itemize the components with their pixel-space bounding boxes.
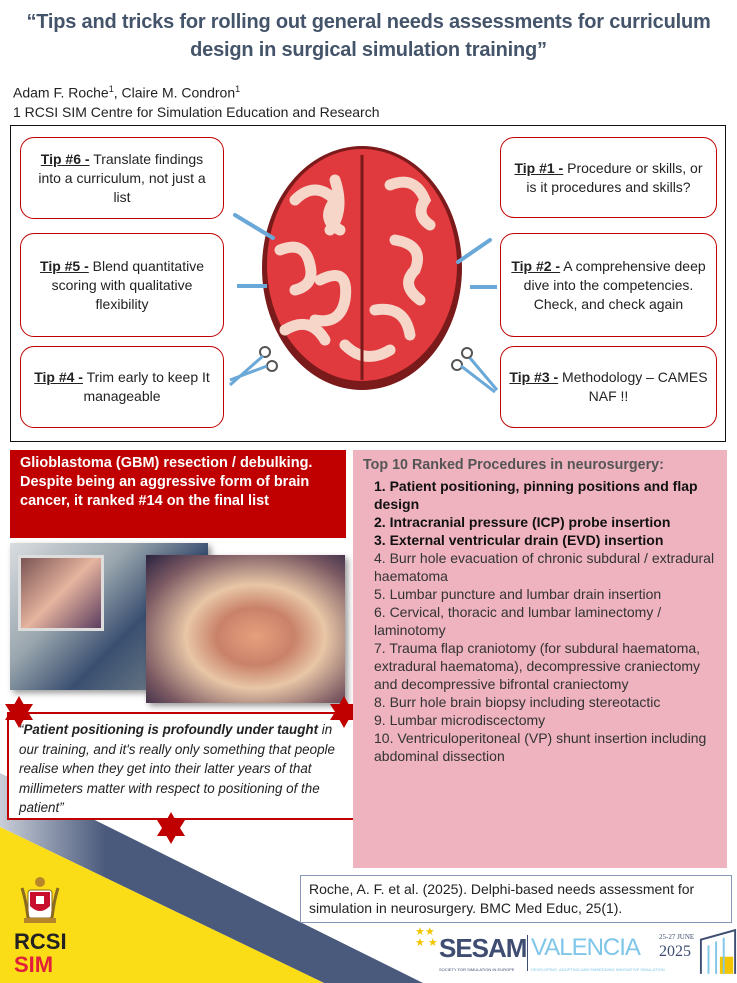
ranked-item: 8. Burr hole brain biopsy including ster… xyxy=(374,694,661,710)
tip-3-box: Tip #3 - Methodology – CAMES NAF !! xyxy=(500,346,717,428)
building-icon xyxy=(699,928,737,974)
authors-block: Adam F. Roche1, Claire M. Condron1 1 RCS… xyxy=(13,84,380,120)
brain-illustration xyxy=(229,146,499,394)
yellow-corner xyxy=(0,827,324,983)
author-2: Claire M. Condron xyxy=(121,84,236,101)
poster-title: “Tips and tricks for rolling out general… xyxy=(26,11,711,61)
ranked-list-heading: Top 10 Ranked Procedures in neurosurgery… xyxy=(363,457,664,473)
tip-5-box: Tip #5 - Blend quantitative scoring with… xyxy=(20,233,224,337)
ranked-item: 10. Ventriculoperitoneal (VP) shunt inse… xyxy=(374,730,707,764)
brain-icon xyxy=(262,146,462,390)
patient-quote: “Patient positioning is profoundly under… xyxy=(7,712,366,820)
ranked-item: 1. Patient positioning, pinning position… xyxy=(374,478,698,512)
surgery-photo-closeup xyxy=(146,555,345,703)
ranked-item: 5. Lumbar puncture and lumbar drain inse… xyxy=(374,586,662,602)
syringe-icon xyxy=(237,284,497,289)
ranked-item: 7. Trauma flap craniotomy (for subdural … xyxy=(374,640,701,692)
tip-4-box: Tip #4 - Trim early to keep It manageabl… xyxy=(20,346,224,428)
surgery-monitor xyxy=(18,555,104,631)
affiliation: 1 RCSI SIM Centre for Simulation Educati… xyxy=(13,103,380,120)
ranked-procedures-panel: Top 10 Ranked Procedures in neurosurgery… xyxy=(353,450,727,868)
stars-icon: ★★★ ★ xyxy=(415,926,438,949)
citation: Roche, A. F. et al. (2025). Delphi-based… xyxy=(300,875,732,923)
gbm-note: Glioblastoma (GBM) resection / debulking… xyxy=(10,450,346,538)
star-icon xyxy=(330,696,358,728)
rcsi-sim-logo: RCSI SIM xyxy=(14,929,67,977)
ranked-item: 6. Cervical, thoracic and lumbar laminec… xyxy=(374,604,662,638)
ranked-item: 9. Lumbar microdiscectomy xyxy=(374,712,546,728)
author-1: Adam F. Roche xyxy=(13,84,109,101)
ranked-item: 2. Intracranial pressure (ICP) probe ins… xyxy=(374,514,671,530)
scalpel-icon xyxy=(233,213,492,264)
tip-1-box: Tip #1 - Procedure or skills, or is it p… xyxy=(500,137,717,218)
rcsi-crest-icon xyxy=(20,877,60,923)
tip-2-box: Tip #2 - A comprehensive deep dive into … xyxy=(500,233,717,337)
navy-band xyxy=(0,773,423,983)
star-icon xyxy=(157,812,185,844)
scissors-icon xyxy=(229,346,499,394)
ranked-item: 3. External ventricular drain (EVD) inse… xyxy=(374,532,664,548)
tip-6-box: Tip #6 - Translate findings into a curri… xyxy=(20,137,224,219)
ranked-item: 4. Burr hole evacuation of chronic subdu… xyxy=(374,550,715,584)
sesam-valencia-logo: ★★★ ★ SESAM SOCIETY FOR SIMULATION IN EU… xyxy=(415,927,737,977)
star-icon xyxy=(5,696,33,728)
tips-frame xyxy=(10,125,726,442)
